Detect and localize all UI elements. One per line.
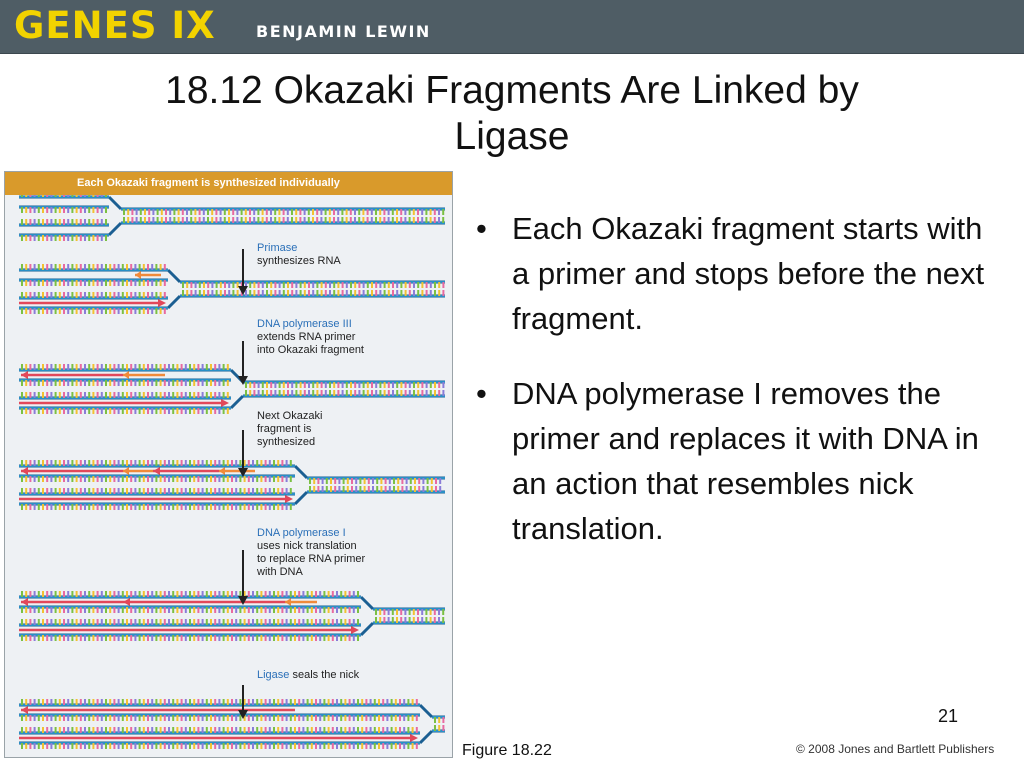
step-label-text: fragment is (257, 423, 312, 435)
fork-6-leading-arrowhead (410, 734, 418, 742)
fork-5-primer-arrowhead-0 (285, 598, 291, 606)
fork-5-leading-arrowhead (351, 626, 359, 634)
header-bar: GENES IX BENJAMIN LEWIN (0, 0, 1024, 54)
fork-4-primer-arrowhead-1 (123, 467, 129, 475)
fork-2-primer-arrowhead-0 (135, 271, 141, 279)
fork-4-fragment-arrowhead-1 (21, 467, 28, 475)
step-label-text: uses nick translation (257, 540, 357, 552)
fork-3-primer-arrowhead-0 (123, 371, 129, 379)
bullet-text: Each Okazaki fragment starts with a prim… (512, 211, 985, 336)
step-label-text: Next Okazaki (257, 410, 323, 422)
bullet-item: • DNA polymerase I removes the primer an… (476, 371, 1006, 551)
step-arrow-icon-5 (238, 710, 248, 719)
page-number: 21 (938, 706, 959, 726)
figure-banner: Each Okazaki fragment is synthesized ind… (5, 172, 452, 195)
step-label-text: with DNA (257, 566, 303, 578)
bullet-list: • Each Okazaki fragment starts with a pr… (476, 206, 1006, 581)
fork-6-arm-bottom (418, 729, 434, 745)
step-label-enzyme: DNA polymerase III (257, 318, 352, 330)
fork-6-fragment-arrowhead-0 (21, 706, 28, 714)
fork-3-leading-arrowhead (221, 399, 229, 407)
brand-author: BENJAMIN LEWIN (256, 22, 431, 41)
step-arrow-icon-4 (238, 596, 248, 605)
step-arrow-icon-2 (238, 376, 248, 385)
step-label-5: Ligase seals the nick (257, 669, 359, 682)
fork-6-arm-top (418, 703, 434, 719)
fork-4-leading-arrowhead (285, 495, 293, 503)
step-label-enzyme: Ligase (257, 669, 290, 681)
fork-4-arm-bottom (293, 490, 309, 506)
replication-fork-diagram (19, 195, 445, 749)
brand-logo: GENES IX (14, 4, 216, 47)
fork-3-fragment-arrowhead-0 (21, 371, 28, 379)
bullet-dot-icon: • (476, 376, 487, 411)
fork-5-arm-bottom (359, 621, 375, 637)
fork-1-arm-top (107, 195, 123, 211)
step-arrow-icon-3 (238, 468, 248, 477)
step-label-text: to replace RNA primer (257, 553, 366, 565)
bullet-text: DNA polymerase I removes the primer and … (512, 376, 979, 546)
fork-1-arm-bottom (107, 221, 123, 237)
fork-2-arm-top (166, 268, 182, 284)
step-label-text: synthesizes RNA (257, 255, 341, 267)
figure-caption: Figure 18.22 (462, 742, 552, 759)
fork-2-leading-arrowhead (158, 299, 166, 307)
copyright-notice: © 2008 Jones and Bartlett Publishers (796, 742, 995, 756)
step-label-enzyme: DNA polymerase I (257, 527, 346, 539)
fork-5-arm-top (359, 595, 375, 611)
bullet-dot-icon: • (476, 211, 487, 246)
step-label-text: synthesized (257, 436, 316, 448)
fork-5-fragment-arrowhead-0 (123, 598, 130, 606)
step-label-enzyme: Primase (257, 242, 298, 254)
step-label-text: seals the nick (289, 669, 360, 681)
bullet-item: • Each Okazaki fragment starts with a pr… (476, 206, 1006, 341)
fork-2-arm-bottom (166, 294, 182, 310)
fork-3-arm-bottom (229, 394, 245, 410)
okazaki-figure: Each Okazaki fragment is synthesized ind… (4, 171, 453, 758)
fork-4-arm-top (293, 464, 309, 480)
fork-4-primer-arrowhead-0 (219, 467, 225, 475)
slide-title-line-2: Ligase (454, 115, 570, 158)
fork-4-fragment-arrowhead-0 (153, 467, 160, 475)
step-label-text: into Okazaki fragment (257, 344, 364, 356)
step-label-text: extends RNA primer (257, 331, 356, 343)
fork-5-fragment-arrowhead-1 (21, 598, 28, 606)
slide-title-line-1: 18.12 Okazaki Fragments Are Linked by (165, 69, 859, 112)
slide-title: 18.12 Okazaki Fragments Are Linked by Li… (40, 68, 984, 160)
step-arrow-icon-1 (238, 286, 248, 295)
